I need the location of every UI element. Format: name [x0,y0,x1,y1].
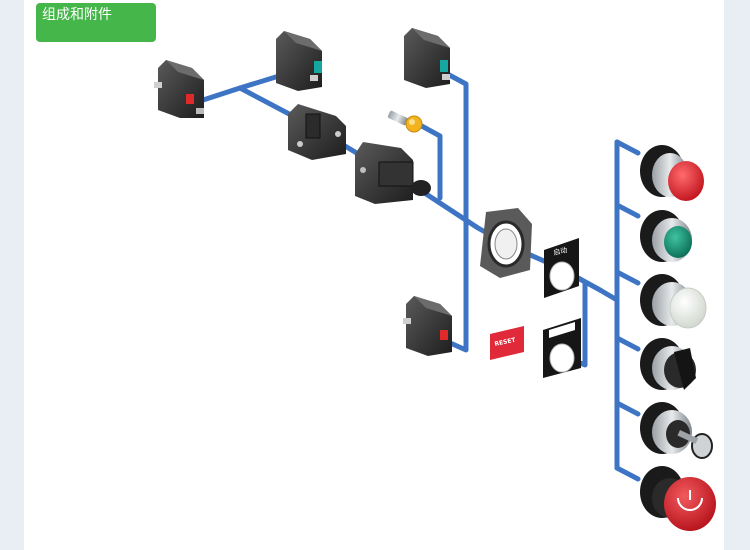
white-pushbutton-icon [640,274,707,329]
contact-block-icon [403,296,452,356]
reset-label-icon: RESET [490,326,524,360]
reset-label-text: RESET [494,337,517,348]
contact-block-icon [404,28,450,88]
light-module-icon [355,142,431,204]
key-switch-icon [640,402,713,459]
diagram-canvas [24,0,724,550]
legend-plate-icon: 启动 [544,238,579,298]
plate-legend-text: 启动 [553,245,569,257]
fixing-collar-icon [480,208,532,278]
green-pushbutton-icon [640,210,692,262]
indicator-bulb-icon [387,110,423,133]
emergency-stop-icon [640,466,716,531]
mounting-base-icon [288,104,346,160]
contact-block-icon [154,60,204,118]
section-title: 组成和附件 [36,3,156,42]
red-pushbutton-icon [640,145,704,201]
auxiliary-contact-icon [276,31,322,91]
legend-holder-icon [543,318,581,378]
selector-switch-icon [640,338,696,390]
